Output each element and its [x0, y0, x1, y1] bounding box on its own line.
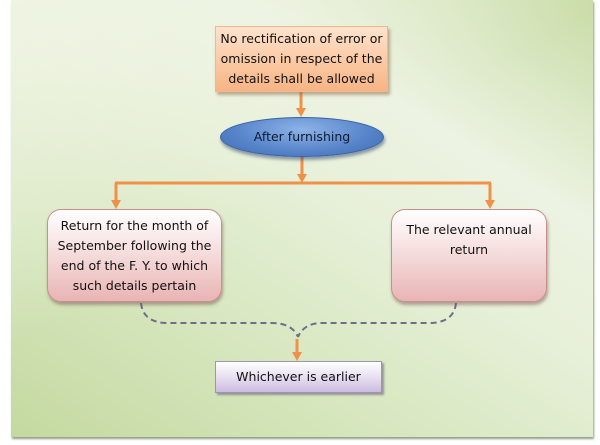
node-text-line: details shall be allowed [228, 71, 375, 86]
dashed-brace-right [297, 302, 457, 338]
node-label: Whichever is earlier [236, 369, 361, 384]
node-text-line: No rectification of error or [220, 31, 383, 46]
node-after-furnishing: After furnishing [220, 117, 384, 157]
node-whichever-earlier: Whichever is earlier [215, 361, 382, 393]
node-september-return: Return for the month of September follow… [47, 209, 222, 302]
node-text-line: September following the [57, 237, 212, 253]
node-text-line: omission in respect of the [220, 51, 383, 66]
node-text-line: such details pertain [72, 277, 197, 293]
node-label: After furnishing [253, 129, 351, 144]
dashed-brace-left [140, 302, 299, 338]
node-text-line: The relevant annual [406, 222, 532, 237]
node-text-line: Return for the month of [60, 217, 209, 233]
node-text-line: end of the F. Y. to which [60, 257, 209, 273]
node-annual-return: The relevant annual return [391, 209, 547, 302]
arrowhead-bus-to-right [485, 200, 495, 209]
arrowhead-bus-to-left [111, 200, 121, 209]
arrowhead-top-to-ellipse [296, 108, 306, 117]
node-text-line: return [449, 242, 489, 257]
arrowhead-ellipse-to-bus [297, 174, 307, 183]
node-no-rectification: No rectification of error or omission in… [215, 26, 388, 92]
arrowhead-brace-to-bottom [292, 352, 302, 361]
